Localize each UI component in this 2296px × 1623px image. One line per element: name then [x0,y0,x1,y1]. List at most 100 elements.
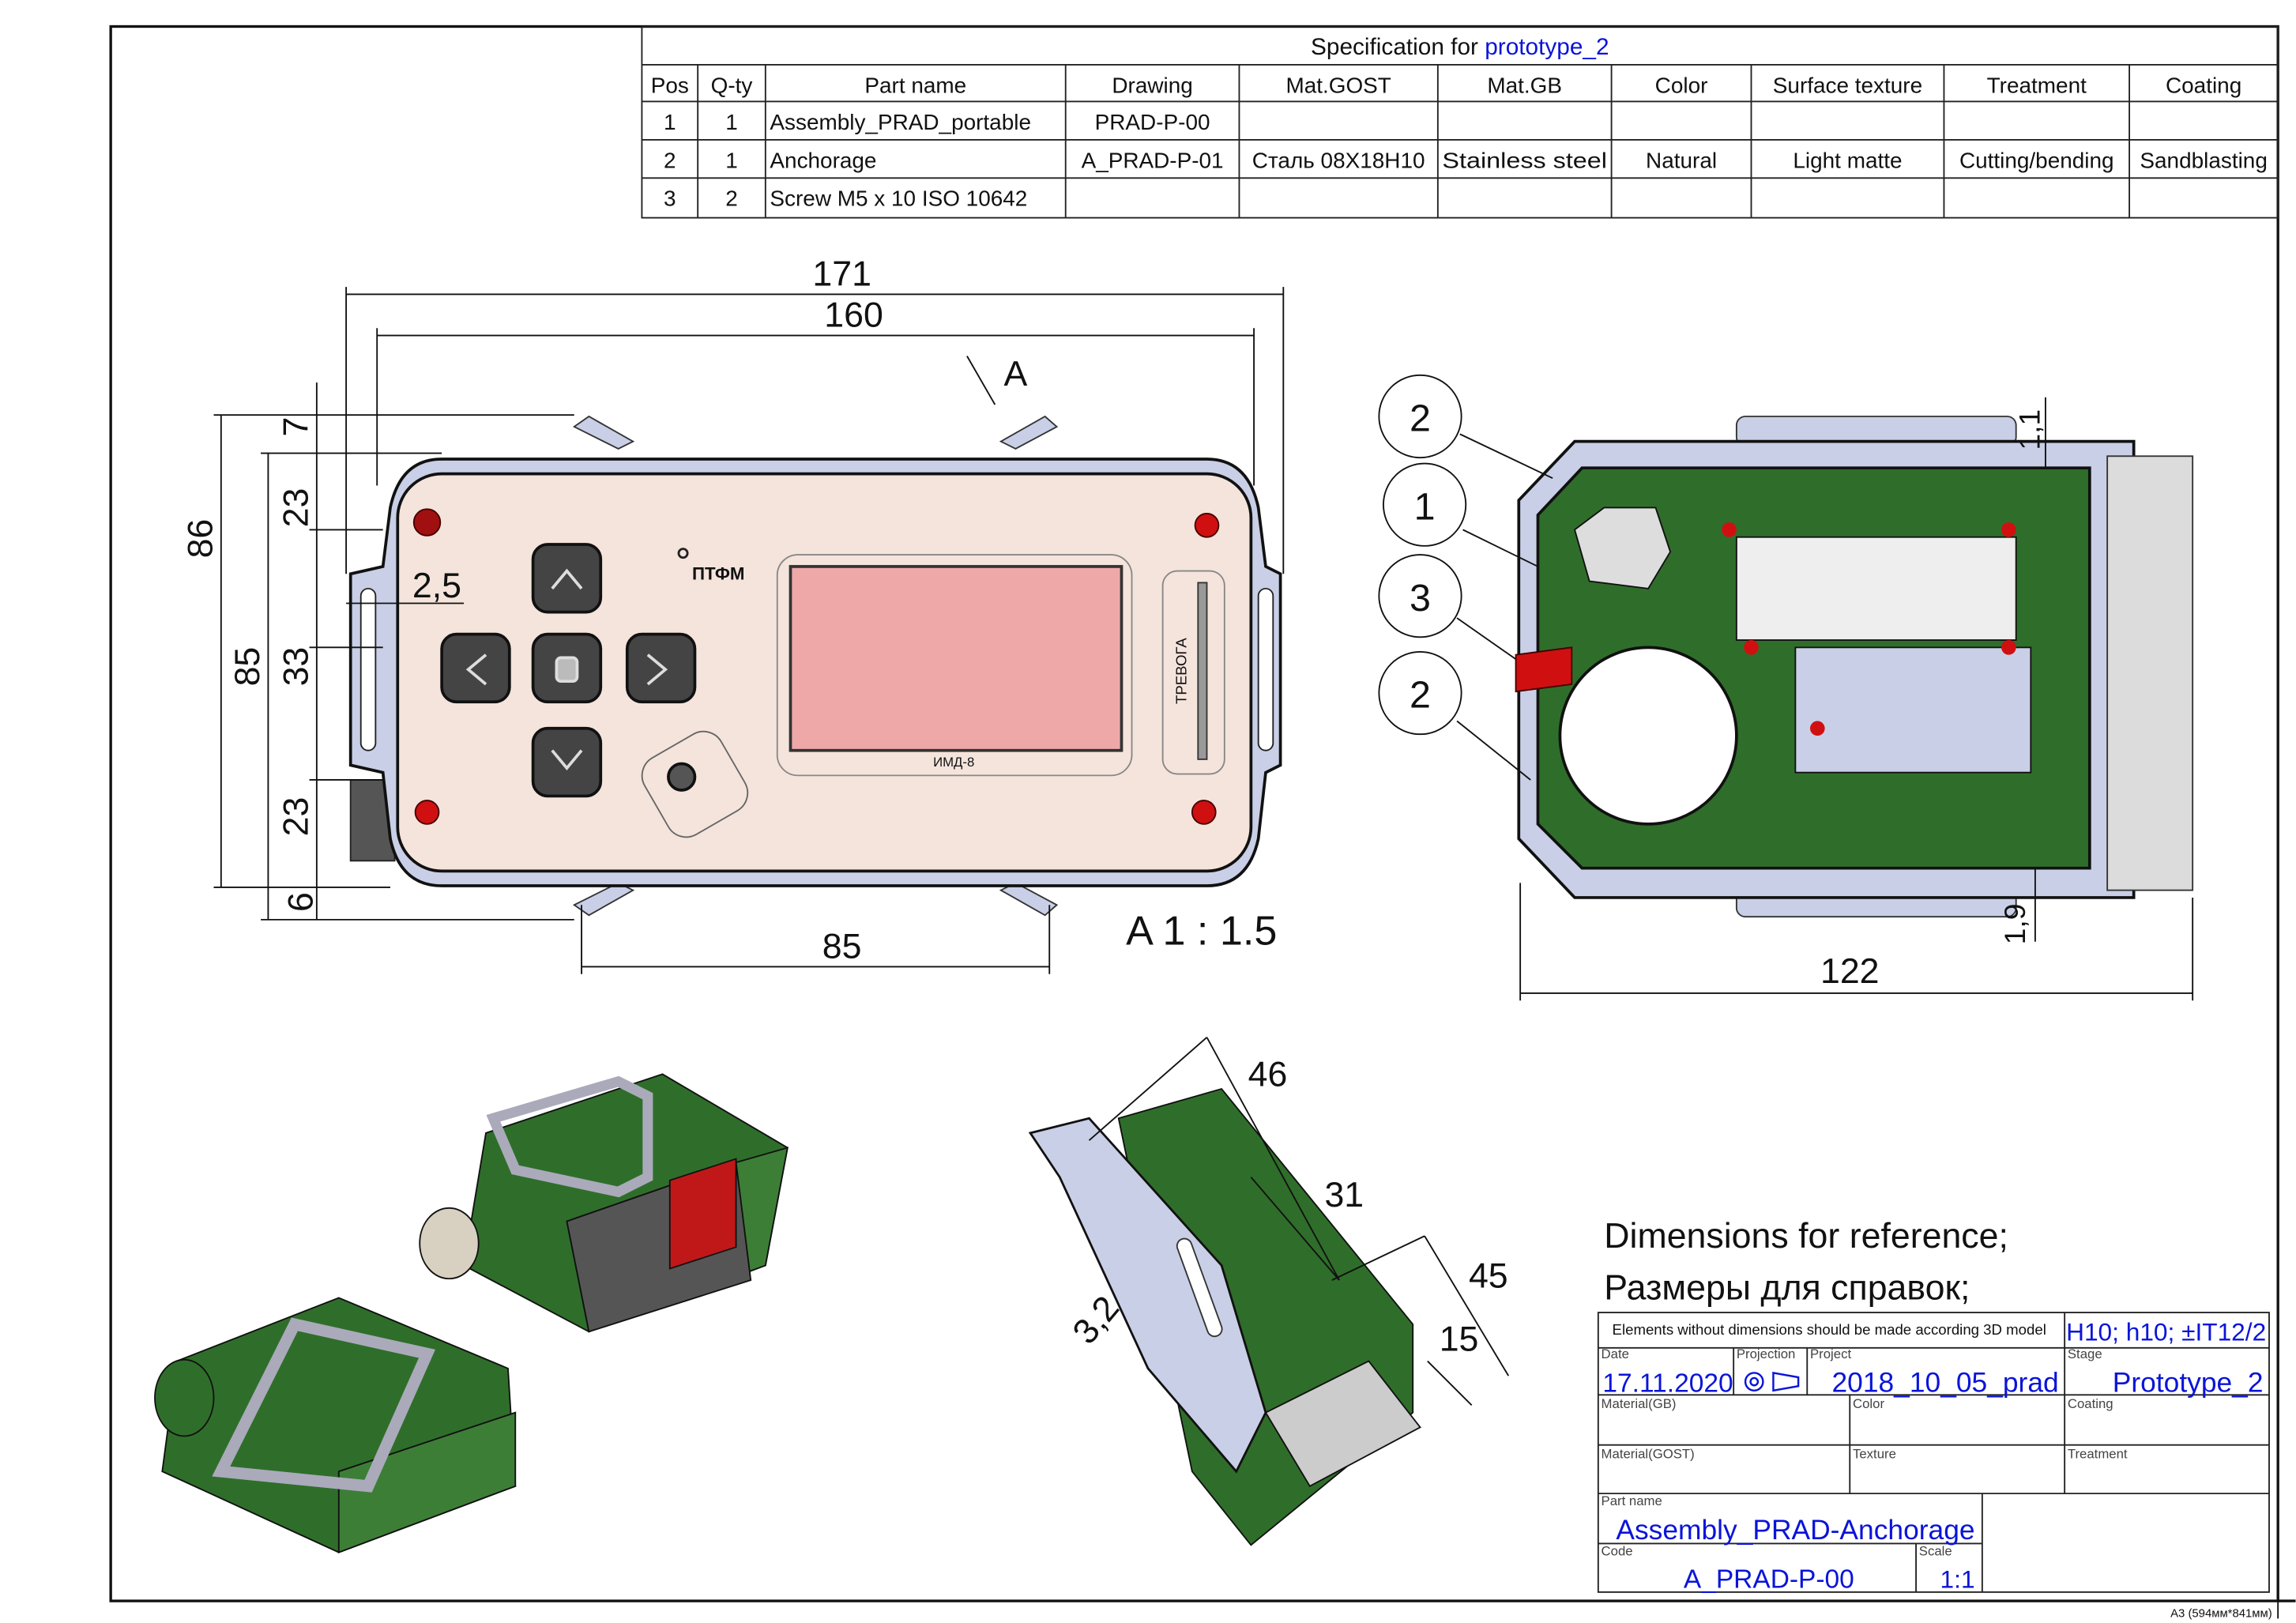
vent-icon [412,508,442,537]
tb-coating-label: Coating [2068,1396,2113,1411]
spec-header-cell: Q-ty [711,73,753,97]
dim-6: 6 [281,892,320,912]
screw-icon [1194,512,1220,538]
dim-85: 85 [228,647,267,687]
spec-header-cell: Treatment [1987,73,2087,97]
spec-cell: 2 [725,186,738,211]
front-view: ПТФМ ИМД-8 ТРЕВОГА 171 160 85 86 85 7 23… [182,254,1285,974]
key-up [531,543,603,614]
tb-projection-label: Projection [1737,1346,1795,1361]
isometric-view-1 [419,1073,789,1333]
tb-tolerance: H10; h10; ±IT12/2 [2066,1317,2266,1346]
tb-part-name: Assembly_PRAD-Anchorage [1616,1515,1974,1546]
spec-title: Specification for prototype_2 [1311,34,1609,60]
balloon-1: 1 [1414,485,1436,528]
device-model-label: ИМД-8 [933,755,974,770]
tb-texture-label: Texture [1853,1446,1896,1461]
note-dimensions-en: Dimensions for reference; [1604,1217,2008,1256]
device-logo: ПТФМ [692,564,745,584]
specification-table: Specification for prototype_2 Pos Q-ty Par… [641,25,2279,219]
balloon-3: 3 [1410,577,1431,619]
dim-2-5: 2,5 [412,567,461,605]
tb-date-label: Date [1602,1346,1629,1361]
dim-1-1: 1,1 [2012,409,2046,450]
spec-cell: Light matte [1793,148,1902,172]
spec-header-cell: Part name [864,73,966,97]
spec-cell: A_PRAD-P-01 [1082,148,1224,172]
spec-cell: Сталь 08Х18Н10 [1252,148,1425,172]
tb-material-gb-label: Material(GB) [1602,1396,1677,1411]
tb-material-gost-label: Material(GOST) [1602,1446,1695,1461]
tb-part-name-label: Part name [1602,1493,1662,1508]
tb-scale: 1:1 [1940,1565,1975,1593]
dim-23-top: 23 [277,488,316,528]
tb-code-label: Code [1602,1543,1633,1558]
spec-cell: Anchorage [770,148,876,172]
dim-23-bottom: 23 [277,797,316,837]
section-cylinder [1558,646,1738,826]
screw-icon [414,800,440,825]
view-arrow-label: A [1004,355,1028,394]
spec-header-cell: Color [1655,73,1708,97]
detail-view-anchorage: 46 31 45 15 3,2 [1028,1037,1510,1546]
spec-cell: 2 [664,148,676,172]
alarm-label: ТРЕВОГА [1172,638,1189,704]
spec-cell: Cutting/bending [1959,148,2114,172]
spec-cell: Assembly_PRAD_portable [770,110,1031,134]
isometric-view-2 [154,1297,517,1553]
section-label: A 1 : 1.5 [1126,909,1277,955]
spec-cell: 3 [664,186,676,211]
projection-symbol-icon [1744,1371,1800,1392]
dim-46: 46 [1248,1055,1288,1094]
spec-cell: 1 [725,148,738,172]
title-block: Elements without dimensions should be ma… [1597,1312,2270,1594]
tb-note: Elements without dimensions should be ma… [1613,1321,2046,1338]
key-right [625,632,697,704]
tb-color-label: Color [1853,1396,1884,1411]
dim-122: 122 [1820,952,1880,991]
keypad [440,543,697,798]
sheet-format: A3 (594мм*841мм) [2170,1608,2272,1621]
dim-7: 7 [277,417,316,437]
spec-cell: Stainless steel [1442,148,1607,172]
spec-header-cell: Mat.GOST [1285,73,1391,97]
screw-icon [1191,800,1217,825]
dim-15: 15 [1440,1320,1479,1358]
spec-cell: Natural [1646,148,1717,172]
spec-header-cell: Pos [651,73,689,97]
dim-160: 160 [824,296,883,334]
spec-header-cell: Drawing [1112,73,1192,97]
spec-header-cell: Surface texture [1773,73,1922,97]
headphone-jack-icon [667,762,697,792]
tb-project: 2018_10_05_prad [1831,1368,2058,1399]
spec-cell: 1 [664,110,676,134]
tb-code: A_PRAD-P-00 [1684,1565,1854,1594]
dim-33: 33 [277,647,316,687]
tb-scale-label: Scale [1919,1543,1952,1558]
spec-cell: PRAD-P-00 [1095,110,1210,134]
spec-cell: Screw M5 x 10 ISO 10642 [770,186,1027,211]
tb-stage-label: Stage [2068,1346,2102,1361]
dim-31: 31 [1324,1176,1364,1214]
spec-cell: 1 [725,110,738,134]
tb-project-label: Project [1810,1346,1851,1361]
note-dimensions-ru: Размеры для справок; [1604,1268,1970,1307]
tb-date: 17.11.2020 [1602,1369,1733,1399]
dim-85-bottom: 85 [822,927,862,966]
balloon-2: 2 [1410,397,1431,440]
dim-171: 171 [812,254,871,293]
dim-86: 86 [182,519,220,559]
balloon-2: 2 [1410,674,1431,717]
spec-header-cell: Mat.GB [1487,73,1562,97]
spec-cell: Sandblasting [2140,148,2267,172]
spec-header-cell: Coating [2166,73,2241,97]
key-down [531,726,603,798]
section-view: 122 1,1 1,9 A 1 : 1.5 2 1 3 2 [1126,374,2194,1001]
key-left [440,632,511,704]
balloons: 2 1 3 2 [1378,374,1467,736]
device-screen [789,565,1124,752]
tb-treatment-label: Treatment [2068,1446,2128,1461]
tb-stage: Prototype_2 [2113,1368,2264,1399]
dim-45: 45 [1469,1256,1508,1295]
